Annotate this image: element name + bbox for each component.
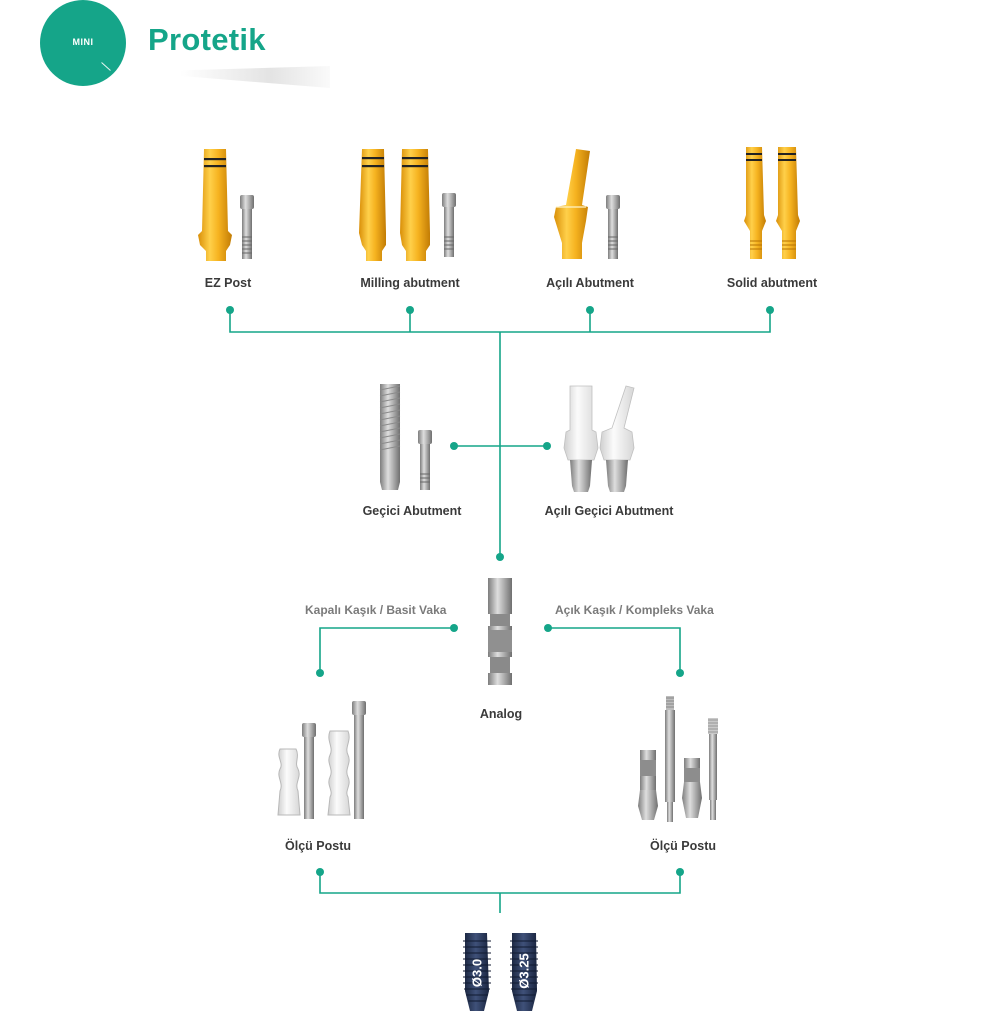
ez-post-image [198, 149, 254, 261]
node-dot-acili-gecici [543, 442, 551, 450]
label-ez-post: EZ Post [204, 276, 252, 290]
milling-abutment-image [359, 149, 456, 261]
node-dot-solid [766, 306, 774, 314]
badge-text: MINI [72, 37, 94, 47]
node-dot-open-tray [544, 624, 552, 632]
screw-icon [240, 195, 254, 259]
page-title: Protetik [148, 22, 266, 57]
node-dot-gecici [450, 442, 458, 450]
implant-thread-icon [510, 933, 538, 1011]
node-dot-closed-tray [450, 624, 458, 632]
mini-badge: MINI [40, 0, 126, 86]
angled-temporary-abutment-image [563, 385, 635, 492]
label-solid-abutment: Solid abutment [726, 276, 818, 290]
tier1-bus-line [229, 310, 771, 333]
angled-abutment-image [554, 149, 620, 259]
solid-abutment-image [744, 147, 800, 259]
node-dot-analog [496, 553, 504, 561]
temporary-abutment-image [379, 384, 432, 490]
node-dot-bottom-right [676, 868, 684, 876]
implant-diameter-label: Ø3.25 [516, 953, 532, 989]
label-impression-post-left: Ölçü Postu [285, 839, 351, 853]
node-dot-milling [406, 306, 414, 314]
open-tray-label: Açık Kaşık / Kompleks Vaka [555, 603, 714, 617]
screw-icon [442, 193, 456, 257]
closed-tray-label: Kapalı Kaşık / Basit Vaka [305, 603, 447, 617]
label-angled-temporary-abutment: Açılı Geçici Abutment [544, 504, 674, 518]
node-dot-acili [586, 306, 594, 314]
left-branch-line [319, 627, 454, 673]
closed-tray-impression-post-image [277, 701, 366, 819]
label-milling-abutment: Milling abutment [360, 276, 460, 290]
screw-icon [606, 195, 620, 259]
node-dot-olcu-left [316, 669, 324, 677]
implant-3-25: Ø3.25 [509, 931, 539, 1013]
node-dot-ez-post [226, 306, 234, 314]
open-tray-impression-post-image [638, 696, 718, 822]
analog-image [488, 578, 512, 685]
bottom-bus-line [319, 872, 681, 894]
node-dot-olcu-right [676, 669, 684, 677]
node-dot-bottom-left [316, 868, 324, 876]
label-impression-post-right: Ölçü Postu [650, 839, 716, 853]
implant-3-0: Ø3.0 [462, 931, 492, 1013]
implant-thread-icon [463, 933, 491, 1011]
right-branch-line [548, 627, 681, 673]
screw-icon [418, 430, 432, 490]
implant-diameter-label: Ø3.0 [469, 958, 485, 988]
label-analog: Analog [479, 707, 523, 721]
label-angled-abutment: Açılı Abutment [546, 276, 634, 290]
label-temporary-abutment: Geçici Abutment [362, 504, 462, 518]
